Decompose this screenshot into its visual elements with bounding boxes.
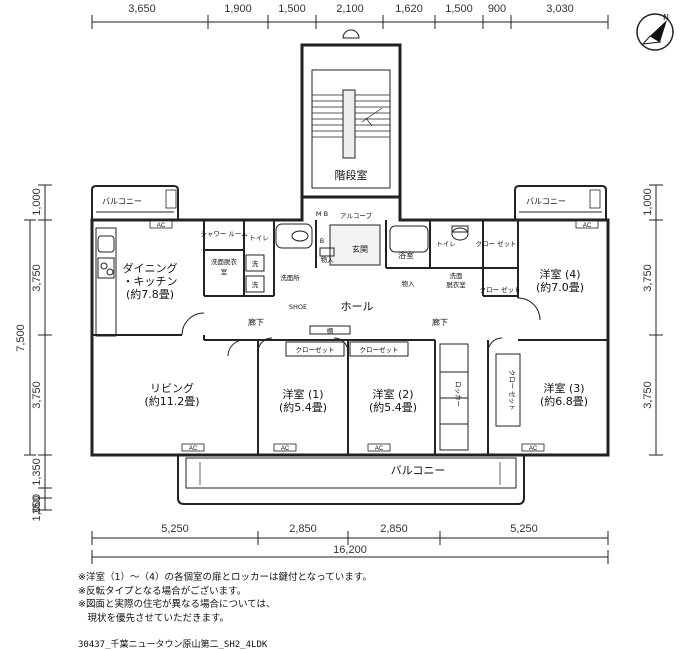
room-closet-r1: クロー ゼット [475,239,516,248]
interior-walls [92,220,608,455]
dim-top-5: 1,620 [395,3,423,15]
room-dining-line1: ダイニング [123,261,178,275]
dim-bottom-3: 2,850 [380,523,408,535]
dim-left-3: 3,750 [31,381,43,409]
room-wash-west-line1: 洗面脱衣 [211,257,238,266]
dim-bottom-4: 5,250 [510,523,538,535]
note-2: ※反転タイプとなる場合がございます。 [78,585,247,597]
room-dining-line3: (約7.8畳) [126,287,174,301]
room-entrance: 玄関 [352,244,368,254]
dim-left-4: 1,350 [31,458,43,486]
note-1: ※洋室（1）～（4）の各個室の扉とロッカーは鍵付となっています。 [78,572,372,583]
room-b: B [320,237,324,245]
dim-top-1: 3,650 [128,3,156,15]
stair-tower [300,29,402,199]
dim-left-5: 350 [31,496,43,514]
ac-label-western3: AC [529,446,538,452]
compass-label: N [663,13,669,22]
ac-label-dining: AC [157,223,166,229]
dim-left-6: 1,000 [31,494,43,522]
room-wash-west-line2: 室 [221,267,228,276]
room-balcony-south: バルコニー [391,464,446,477]
room-storage-east: 物入 [402,279,416,288]
room-wash-east-line1: 洗面 [450,271,464,280]
room-living-line2: (約11.2畳) [144,394,199,408]
dim-top-2: 1,900 [224,3,252,15]
room-toilet-east: トイレ [436,240,456,248]
dim-top-6: 1,500 [445,3,473,15]
room-bath: 浴室 [398,250,414,260]
room-balcony-nw: バルコニー [102,197,142,206]
room-alcove: アルコーブ [340,211,372,220]
room-western4-line2: (約7.0畳) [536,280,584,294]
dim-bottom-1: 5,250 [161,523,189,535]
room-balcony-ne: バルコニー [526,197,566,206]
room-locker: ロッカー [454,381,462,407]
dim-top-8: 3,030 [546,3,574,15]
room-wash-east-line2: 脱衣室 [446,280,466,289]
dim-top-7: 900 [488,3,506,15]
room-washbasin: 洗面所 [280,273,300,282]
note-3: ※図面と実際の住宅が異なる場合については、 [78,599,276,610]
dim-bottom-2: 2,850 [289,523,317,535]
room-shelf: 棚 [327,326,334,335]
ac-label-western2: AC [375,446,384,452]
room-stairs: 階段室 [335,168,368,182]
room-closet-r2: クロー ゼット [479,285,520,294]
dim-top-4: 2,100 [336,3,364,15]
room-shoebox: SHOE [289,303,307,311]
room-western1-line2: (約5.4畳) [279,400,327,414]
room-western3-line1: 洋室 (3) [543,381,584,395]
notes: ※洋室（1）～（4）の各個室の扉とロッカーは鍵付となっています。 ※反転タイプと… [78,571,372,625]
room-storage-west: 物入 [321,255,335,264]
room-western1-line1: 洋室 (1) [282,387,323,401]
dim-right-2: 3,750 [642,264,654,292]
ac-label-western1: AC [281,446,290,452]
room-closet-east: クローゼット [360,345,399,354]
ac-units [149,189,601,452]
room-dining-line2: ・キッチン [123,275,178,288]
room-hallway-east: 廊下 [432,317,448,327]
room-living-line1: リビング [150,381,194,395]
room-toilet-west: トイレ [249,234,269,242]
dim-top-3: 1,500 [278,3,306,15]
ac-label-western4: AC [583,223,592,229]
room-laundry: 洗 [252,259,259,268]
building-outline [90,185,610,505]
room-mb: M B [316,210,328,218]
room-closet-r3: クロー ゼット [508,369,517,410]
dim-left-2: 3,750 [31,264,43,292]
dim-right-3: 3,750 [642,381,654,409]
room-western4-line1: 洋室 (4) [539,267,580,281]
dim-total: 16,200 [333,544,367,556]
room-closet-west: クローゼット [296,345,335,354]
dim-left-1: 1,000 [31,188,43,216]
room-western3-line2: (約6.8畳) [540,394,588,408]
room-hallway-west: 廊下 [248,317,264,327]
room-laundry-2: 洗 [252,280,259,289]
note-4: 現状を優先させていただきます。 [78,612,230,624]
room-shower: シャワー ルーム [200,230,248,238]
compass-icon: N [636,13,674,51]
plan-caption: 30437_千葉ニュータウン原山第二_SH2_4LDK [78,640,268,650]
ac-label-living: AC [189,446,198,452]
room-western2-line1: 洋室 (2) [372,387,413,401]
dim-left-inner: 7,500 [15,324,27,352]
dim-right-1: 1,000 [642,188,654,216]
fixtures [95,223,541,451]
room-western2-line2: (約5.4畳) [369,400,417,414]
room-hall: ホール [341,300,374,313]
